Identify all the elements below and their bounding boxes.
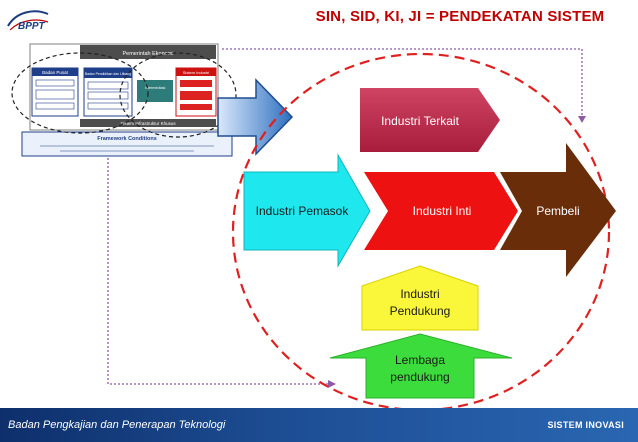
lembaga-pendukung-label-line2: pendukung — [390, 370, 449, 384]
industri-terkait-shape — [360, 88, 500, 152]
thumb-framework-label: Framework Conditions — [97, 136, 157, 142]
connector-bottom — [107, 158, 330, 385]
connector-lines — [107, 48, 586, 388]
footer-institution: Badan Pengkajian dan Penerapan Teknologi — [8, 419, 226, 431]
industri-terkait-node: Industri Terkait — [360, 88, 500, 152]
footer-section-label: SISTEM INOVASI — [547, 420, 624, 430]
innovation-system-thumbnail: Pemerintah Ekonomi Badan Pusat Badan Pen… — [11, 43, 237, 157]
industri-pendukung-node: Industri Pendukung — [361, 265, 479, 331]
thumb-intermediasi-label: Intermediasi — [145, 86, 166, 90]
connector-bottom-arrowhead — [328, 380, 336, 388]
thumb-bottom-bar — [80, 119, 216, 127]
industri-terkait-label: Industri Terkait — [381, 114, 459, 128]
bppt-logo-text: BPPT — [18, 21, 45, 32]
system-boundary-circle — [231, 52, 611, 412]
thumb-framework — [21, 131, 233, 157]
thumb-left-label: Badan Pusat — [42, 70, 69, 75]
bppt-logo-swoosh — [7, 10, 49, 31]
thumb-top-box — [80, 45, 216, 59]
industri-pemasok-node: Industri Pemasok — [243, 153, 371, 268]
industri-inti-shape — [364, 172, 518, 250]
industri-pendukung-shape — [361, 265, 479, 331]
thumb-ellipse-left — [11, 52, 149, 134]
connector-top — [222, 48, 583, 118]
industri-pemasok-label: Industri Pemasok — [256, 204, 350, 218]
industri-inti-label: Industri Inti — [413, 204, 472, 218]
industri-pendukung-label-line1: Industri — [400, 287, 439, 301]
big-blue-arrow — [217, 78, 294, 156]
lembaga-pendukung-node: Lembaga pendukung — [329, 333, 513, 399]
pembeli-shape — [500, 143, 616, 277]
connector-top-arrowhead — [578, 116, 586, 123]
industri-inti-node: Industri Inti — [364, 172, 518, 250]
pembeli-label: Pembeli — [536, 204, 579, 218]
thumb-bottom-label: Sistem Infrastruktur Khusus — [120, 121, 176, 126]
lembaga-pendukung-shape — [329, 333, 513, 399]
footer-bar: Badan Pengkajian dan Penerapan Teknologi… — [0, 408, 638, 442]
thumb-top-label: Pemerintah Ekonomi — [122, 51, 173, 57]
industri-pendukung-label-line2: Pendukung — [390, 304, 451, 318]
pembeli-node: Pembeli — [500, 143, 616, 277]
thumb-intermediasi — [137, 80, 173, 102]
thumb-right-label: Sistem Industri — [183, 70, 210, 75]
page-title: SIN, SID, KI, JI = PENDEKATAN SISTEM — [315, 8, 605, 25]
industri-pemasok-shape — [243, 153, 371, 268]
thumb-mid-label: Badan Pendidikan dan Litbang — [85, 72, 131, 76]
bppt-logo: BPPT — [6, 6, 50, 36]
thumb-ellipse-right — [119, 52, 237, 138]
lembaga-pendukung-label-line1: Lembaga — [395, 353, 445, 367]
